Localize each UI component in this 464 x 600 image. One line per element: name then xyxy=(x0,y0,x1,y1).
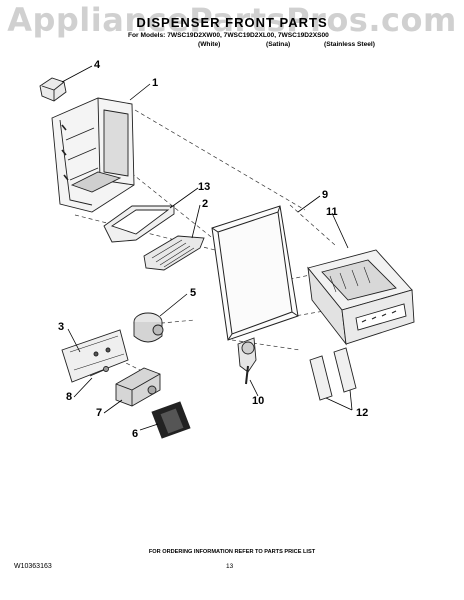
document-number: W10363163 xyxy=(14,563,52,570)
callout-4: 4 xyxy=(94,59,101,71)
part-solenoid xyxy=(115,367,161,407)
color-satina: (Satina) xyxy=(266,41,291,48)
part-dispenser-housing xyxy=(51,97,135,213)
models-prefix: For Models: xyxy=(128,32,166,39)
leader-lines xyxy=(61,65,353,431)
callout-9: 9 xyxy=(322,189,328,201)
part-screw xyxy=(89,366,109,377)
part-drip-grille xyxy=(143,235,205,271)
callout-13: 13 xyxy=(198,181,210,193)
ordering-info: FOR ORDERING INFORMATION REFER TO PARTS … xyxy=(148,549,316,555)
page-number: 13 xyxy=(226,563,234,570)
callout-3: 3 xyxy=(58,321,64,333)
part-actuator xyxy=(133,312,164,343)
part-dispenser-frame xyxy=(211,205,299,341)
part-end-covers xyxy=(309,347,357,401)
part-tube-fitting xyxy=(237,337,257,385)
models-numbers: 7WSC19D2XW00, 7WSC19D2XL00, 7WSC19D2XS00 xyxy=(167,32,329,39)
callout-10: 10 xyxy=(252,395,264,407)
color-white: (White) xyxy=(198,41,221,48)
callout-1: 1 xyxy=(152,77,158,89)
model-colors: (White) (Satina) (Stainless Steel) xyxy=(128,40,375,49)
callout-7: 7 xyxy=(96,407,102,419)
part-mounting-bracket xyxy=(61,329,129,383)
callout-5: 5 xyxy=(190,287,196,299)
part-switch-pad xyxy=(151,401,191,439)
callout-8: 8 xyxy=(66,391,72,403)
callout-11: 11 xyxy=(326,206,338,218)
color-stainless: (Stainless Steel) xyxy=(324,41,375,48)
site-watermark: AppliancePartsPros.com xyxy=(7,1,457,39)
part-cap xyxy=(39,77,67,102)
part-control-panel xyxy=(307,249,415,346)
callout-2: 2 xyxy=(202,198,208,210)
part-tray-frame xyxy=(103,205,175,243)
callout-6: 6 xyxy=(132,428,138,440)
page-title: DISPENSER FRONT PARTS xyxy=(136,15,328,30)
callout-12: 12 xyxy=(356,407,368,419)
model-list: For Models: 7WSC19D2XW00, 7WSC19D2XL00, … xyxy=(128,31,375,49)
